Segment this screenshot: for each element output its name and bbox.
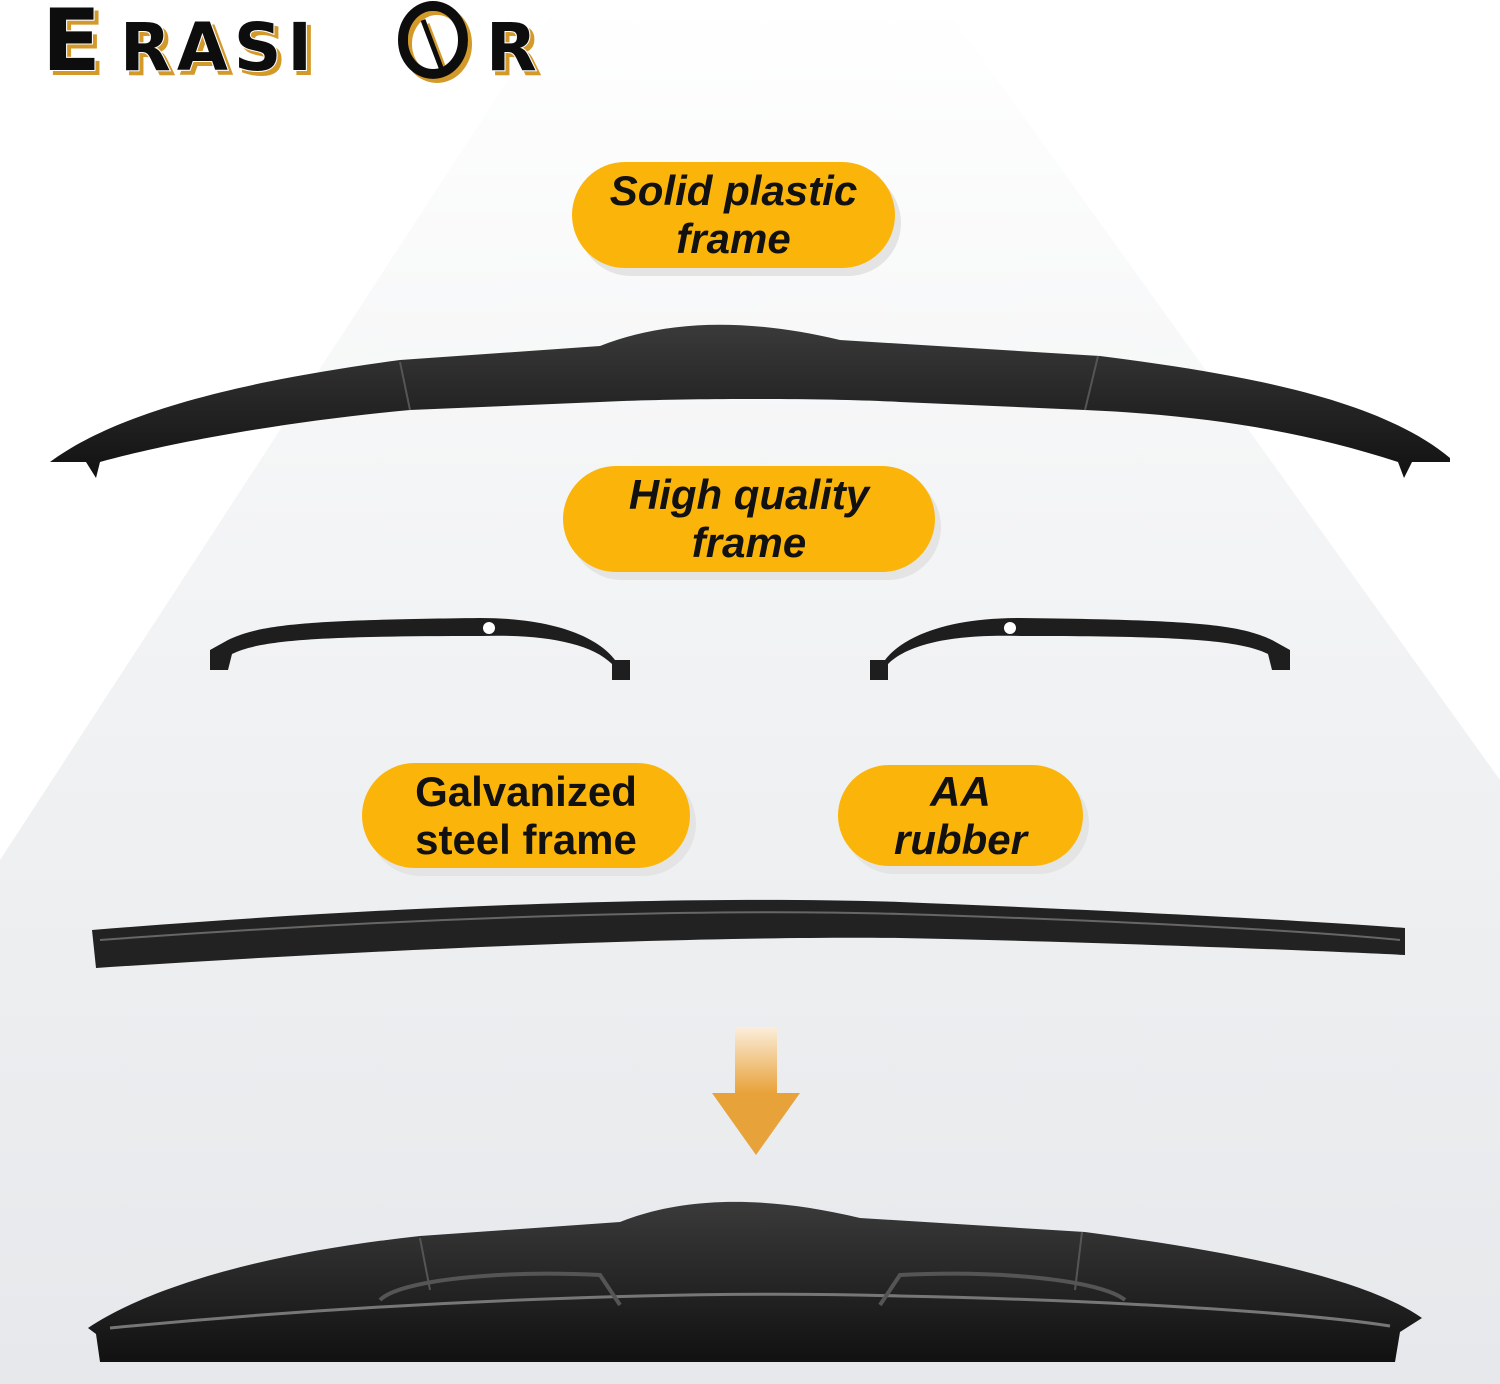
brand-logo: E RASI R	[40, 0, 580, 131]
svg-text:R: R	[486, 9, 537, 86]
svg-text:E: E	[42, 0, 101, 90]
rubber-strip	[92, 899, 1405, 968]
label-line: steel frame	[415, 815, 637, 863]
assembled-wiper	[88, 1201, 1422, 1362]
label-line: Galvanized	[415, 767, 637, 815]
label-line: rubber	[893, 815, 1027, 863]
label-line: frame	[691, 519, 807, 566]
steel-frame-left	[210, 618, 630, 680]
label-line: frame	[676, 215, 791, 262]
svg-text:RASI: RASI	[120, 9, 318, 86]
plastic-frame-wiper	[50, 324, 1450, 478]
label-line: AA	[930, 767, 991, 815]
label-line: Solid plastic	[609, 167, 858, 214]
label-line: High quality	[628, 471, 870, 518]
steel-frame-right	[870, 618, 1290, 680]
arrow-down-icon	[712, 1027, 800, 1155]
